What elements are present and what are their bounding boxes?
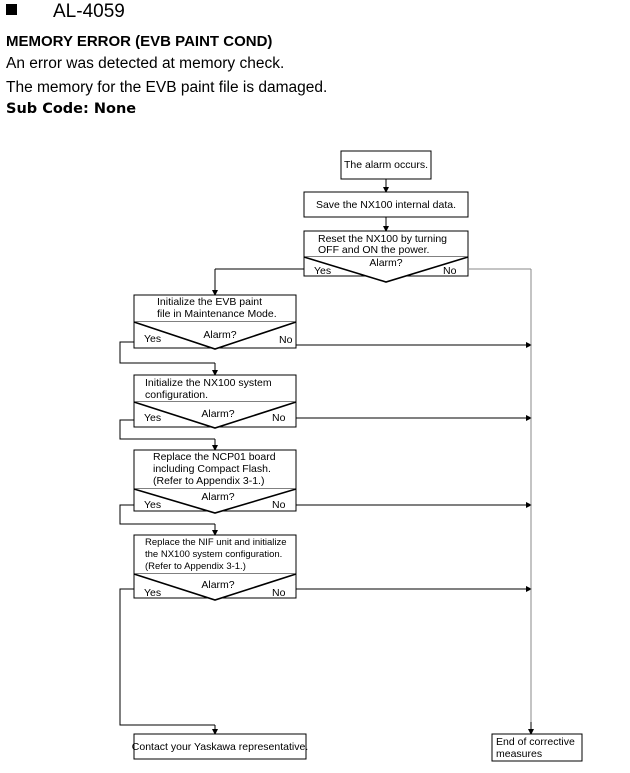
replace-nif-label-3: (Refer to Appendix 3-1.) [145,561,246,572]
description-line-2: The memory for the EVB paint file is dam… [6,79,328,96]
end-label-1: End of corrective [496,736,575,748]
contact-box [133,733,307,760]
end-label-2: measures [496,748,542,760]
init-sys-no: No [272,412,286,424]
reset-box [303,230,469,258]
init-sys-label-1: Initialize the NX100 system [145,377,272,389]
init-evb-box [133,294,297,323]
start-label: The alarm occurs. [344,159,428,171]
square-bullet-icon [6,4,17,15]
sub-code: Sub Code: None [6,101,137,117]
init-evb-label-1: Initialize the EVB paint [157,296,262,308]
reset-alarm-q: Alarm? [369,257,402,269]
init-sys-label-2: configuration. [145,389,208,401]
init-evb-label-2: file in Maintenance Mode. [157,308,277,320]
end-box [491,733,583,762]
replace-nif-label-1: Replace the NIF unit and initialize [145,537,287,548]
init-sys-yes: Yes [144,412,161,424]
description-line-1: An error was detected at memory check. [6,55,285,72]
replace-nif-yes: Yes [144,587,161,599]
alarm-code-heading: AL-4059 [6,1,125,23]
init-evb-no: No [279,334,293,346]
reset-no: No [443,265,457,277]
init-sys-box [133,374,297,403]
replace-nif-box [133,534,297,575]
replace-ncp-label-3: (Refer to Appendix 3-1.) [153,475,264,487]
init-evb-yes: Yes [144,333,161,345]
contact-label: Contact your Yaskawa representative. [132,741,308,753]
replace-ncp-no: No [272,499,286,511]
replace-nif-alarm-q: Alarm? [201,579,234,591]
replace-ncp-box [133,449,297,490]
alarm-code: AL-4059 [53,1,125,22]
save-label: Save the NX100 internal data. [316,199,456,211]
replace-ncp-label-2: including Compact Flash. [153,463,271,475]
reset-label-2: OFF and ON the power. [318,244,429,256]
init-evb-alarm-q: Alarm? [203,329,236,341]
reset-label-1: Reset the NX100 by turning [318,233,447,245]
replace-ncp-alarm-q: Alarm? [201,491,234,503]
replace-ncp-yes: Yes [144,499,161,511]
alarm-title: MEMORY ERROR (EVB PAINT COND) [6,33,273,50]
init-sys-alarm-q: Alarm? [201,408,234,420]
replace-nif-no: No [272,587,286,599]
replace-nif-label-2: the NX100 system configuration. [145,549,282,560]
replace-ncp-label-1: Replace the NCP01 board [153,451,276,463]
reset-yes: Yes [314,265,331,277]
